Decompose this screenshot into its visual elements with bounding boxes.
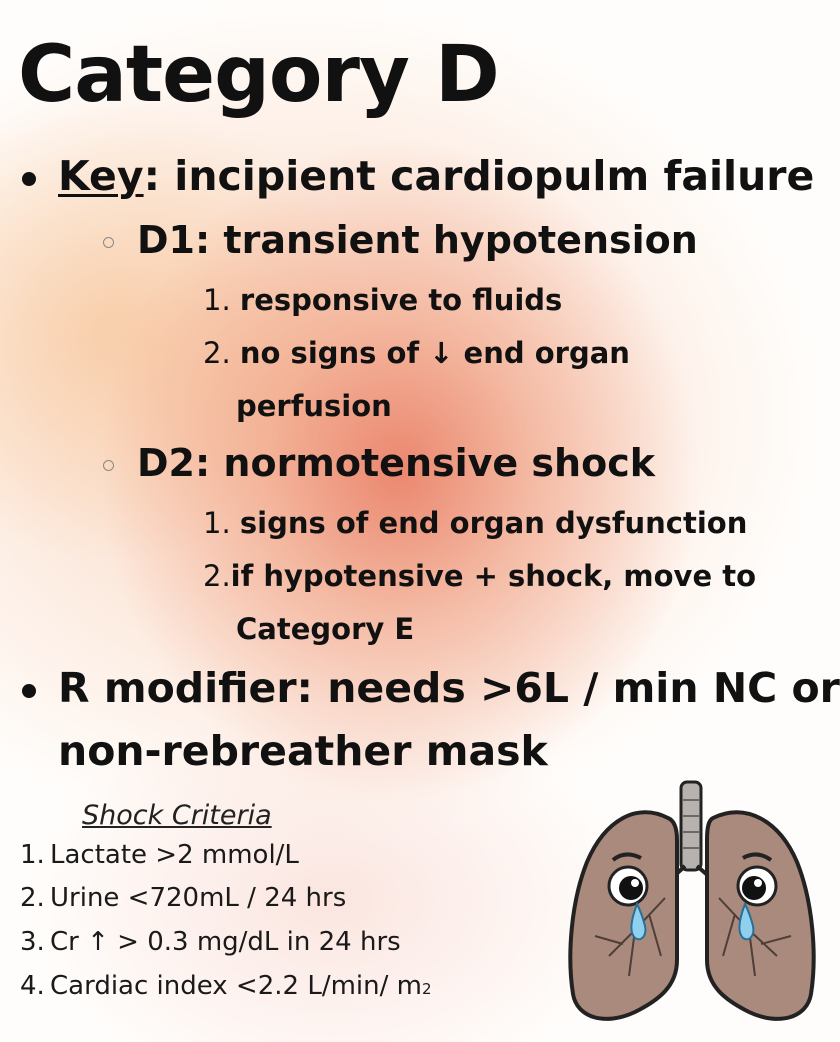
- sub-bullet-ring: [103, 237, 114, 248]
- key-text: : incipient cardiopulm failure: [143, 152, 815, 200]
- d1-item-1-number: 1.: [203, 283, 231, 317]
- shock-criteria-heading: Shock Criteria: [82, 800, 272, 831]
- key-label: Key: [58, 152, 144, 200]
- d2-item-1-number: 1.: [203, 506, 231, 540]
- r-modifier-line-2: non-rebreather mask: [58, 727, 548, 775]
- sad-lungs-icon: [568, 780, 816, 1021]
- shock-criteria-number: 4.: [20, 971, 45, 1001]
- shock-criteria-text: Lactate >2 mmol/L: [50, 840, 299, 870]
- shock-criteria-number: 1.: [20, 840, 45, 870]
- d2-item-1: 1. signs of end organ dysfunction: [203, 506, 747, 540]
- shock-criteria-item-1: 1.Lactate >2 mmol/L: [20, 840, 299, 870]
- d1-item-2-number: 2.: [203, 336, 231, 370]
- shock-criteria-text: Urine <720mL / 24 hrs: [50, 883, 347, 913]
- d1-item-1-text: responsive to fluids: [239, 283, 563, 317]
- sub-bullet-ring: [103, 460, 114, 471]
- d2-item-2: 2.if hypotensive + shock, move to: [203, 559, 756, 593]
- key-line: Key: incipient cardiopulm failure: [58, 152, 814, 200]
- bullet-dot: [22, 172, 36, 186]
- d2-item-2-continued: Category E: [236, 612, 415, 646]
- shock-criteria-text: Cr ↑ > 0.3 mg/dL in 24 hrs: [50, 927, 401, 957]
- d2-item-1-text: signs of end organ dysfunction: [239, 506, 748, 540]
- shock-criteria-number: 3.: [20, 927, 45, 957]
- shock-criteria-item-2: 2.Urine <720mL / 24 hrs: [20, 883, 346, 913]
- shock-criteria-subscript: 2: [421, 980, 432, 998]
- d1-item-2: 2. no signs of ↓ end organ: [203, 336, 630, 370]
- d1-item-2-continued: perfusion: [236, 389, 392, 423]
- d2-item-2-text: if hypotensive + shock, move to: [230, 559, 757, 593]
- d2-item-2-number: 2.: [203, 559, 231, 593]
- shock-criteria-item-3: 3.Cr ↑ > 0.3 mg/dL in 24 hrs: [20, 927, 401, 957]
- shock-criteria-item-4: 4.Cardiac index <2.2 L/min/ m2: [20, 971, 432, 1001]
- r-modifier-line-1: R modifier: needs >6L / min NC or: [58, 664, 840, 712]
- page-title: Category D: [18, 30, 500, 120]
- d2-heading: D2: normotensive shock: [137, 441, 655, 485]
- d1-item-2-text: no signs of ↓ end organ: [239, 336, 630, 370]
- shock-criteria-text: Cardiac index <2.2 L/min/ m: [50, 971, 422, 1001]
- d1-item-1: 1. responsive to fluids: [203, 283, 562, 317]
- shock-criteria-number: 2.: [20, 883, 45, 913]
- bullet-dot: [22, 684, 36, 698]
- d1-heading: D1: transient hypotension: [137, 218, 698, 262]
